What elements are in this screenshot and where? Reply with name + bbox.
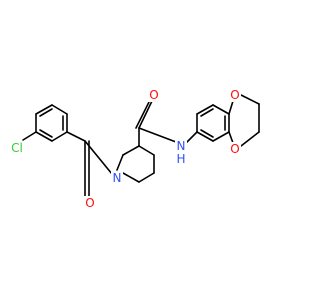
atom-n-piperidine: N <box>111 171 123 185</box>
bond-23 <box>138 127 177 143</box>
bond-38 <box>240 131 260 147</box>
bond-10 <box>66 131 86 142</box>
atom-o-dioxane-top: O <box>229 88 241 102</box>
bond-3 <box>51 104 68 115</box>
bond-19 <box>116 154 124 171</box>
atom-label-layer: Cl O N O N H O O <box>9 88 241 210</box>
atom-o-dioxane-bottom: O <box>229 142 241 156</box>
bond-31 <box>200 108 214 117</box>
bond-17 <box>138 145 155 156</box>
bond-22 <box>135 101 150 129</box>
bond-35 <box>228 131 234 144</box>
bond-36 <box>240 94 260 105</box>
bond-14 <box>122 172 140 183</box>
atom-h-amide: H <box>175 152 187 166</box>
bond-7 <box>39 108 53 117</box>
bond-15 <box>138 172 155 183</box>
bond-6 <box>35 131 53 142</box>
atom-o-dioxane-bottom-label: O <box>230 142 239 156</box>
structure-canvas: Cl O N O N H O O <box>9 88 260 210</box>
atom-o-carbonyl-right: O <box>148 88 160 102</box>
bond-layer <box>22 94 260 197</box>
atom-n-piperidine-label: N <box>113 171 122 185</box>
atom-n-amide-label: N <box>177 139 186 153</box>
bond-18 <box>122 145 140 156</box>
atom-o-dioxane-top-label: O <box>230 88 239 102</box>
atom-o-carbonyl-left: O <box>84 196 96 210</box>
bond-33 <box>200 129 214 138</box>
atom-cl: Cl <box>9 141 25 155</box>
atom-h-amide-label: H <box>176 152 185 166</box>
bond-24 <box>186 131 198 143</box>
atom-cl-label: Cl <box>11 141 23 155</box>
bond-2 <box>35 104 53 115</box>
bond-27 <box>212 104 230 115</box>
atom-n-amide: N <box>175 139 187 153</box>
bond-29 <box>212 131 230 142</box>
bond-30 <box>196 131 214 142</box>
bond-21 <box>138 100 153 129</box>
atom-o-carbonyl-right-label: O <box>149 88 158 102</box>
bond-26 <box>196 104 214 115</box>
bond-13 <box>84 140 113 175</box>
bond-5 <box>51 131 68 142</box>
bond-34 <box>228 100 234 115</box>
bond-9 <box>39 129 53 138</box>
bond-0 <box>22 131 37 141</box>
atom-o-carbonyl-left-label: O <box>85 196 94 210</box>
